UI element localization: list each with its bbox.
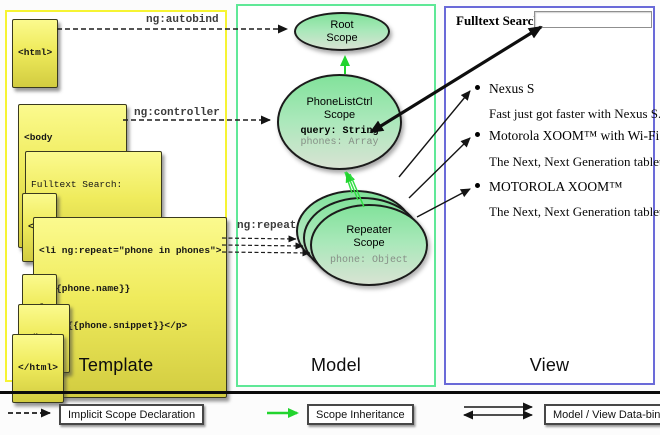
label-ng-autobind: ng:autobind xyxy=(146,14,219,26)
list-item-motorola-xoom: MOTOROLA XOOM™ xyxy=(475,178,659,196)
item-snippet: The Next, Next Generation tablet. xyxy=(489,154,660,169)
code-line: <html> xyxy=(18,47,53,59)
code-line: </html> xyxy=(18,362,58,374)
repeater-scope-ellipse-front: Repeater Scope phone: Object xyxy=(310,204,428,286)
fulltext-search-label: Fulltext Search: xyxy=(456,13,545,28)
code-line: Fulltext Search: xyxy=(31,179,123,191)
legend-separator-line xyxy=(0,391,660,394)
scope-property-phone: phone: Object xyxy=(329,254,408,266)
root-scope-ellipse: Root Scope xyxy=(294,12,390,51)
list-item-motorola-wifi: Motorola XOOM™ with Wi-Fi xyxy=(475,127,660,145)
label-ng-controller: ng:controller xyxy=(134,107,220,119)
fulltext-search-input[interactable] xyxy=(534,11,652,28)
code-line: <li ng:repeat="phone in phones"> xyxy=(39,245,222,257)
template-title: Template xyxy=(78,355,154,375)
scope-name: Root xyxy=(330,18,354,31)
phonelistctrl-scope-ellipse: PhoneListCtrl Scope query: String phones… xyxy=(277,74,402,170)
model-title: Model xyxy=(310,355,362,375)
scope-name: Scope xyxy=(323,109,356,121)
item-name: Motorola XOOM™ with Wi-Fi xyxy=(489,128,660,143)
bullet-icon xyxy=(475,183,480,188)
code-line: <p>{{phone.snippet}}</p> xyxy=(39,320,188,332)
legend-implicit-scope-declaration: Implicit Scope Declaration xyxy=(59,404,205,425)
scope-property-query: query: String xyxy=(300,125,379,137)
item-snippet: Fast just got faster with Nexus S. xyxy=(489,106,660,121)
label-ng-repeat: ng:repeat xyxy=(237,220,297,232)
scope-name: Repeater xyxy=(346,224,392,237)
bullet-icon xyxy=(475,132,480,137)
code-line: <body xyxy=(24,132,53,144)
bullet-icon xyxy=(475,85,480,90)
item-snippet: The Next, Next Generation tablet. xyxy=(489,204,660,219)
scope-name: Scope xyxy=(326,31,358,44)
view-title: View xyxy=(529,355,570,375)
item-name: MOTOROLA XOOM™ xyxy=(489,179,623,194)
list-item-nexus: Nexus S xyxy=(475,80,659,98)
scope-name: PhoneListCtrl xyxy=(306,96,373,109)
code-line: {{phone.name}} xyxy=(39,282,131,294)
legend-scope-inheritance: Scope Inheritance xyxy=(307,404,414,425)
item-name: Nexus S xyxy=(489,81,535,96)
legend-model-view-databinding: Model / View Data-binding xyxy=(544,404,660,425)
scope-name: Scope xyxy=(353,237,385,249)
code-box-html-open: <html> xyxy=(12,19,59,88)
scope-property-phones: phones: Array xyxy=(300,136,379,148)
